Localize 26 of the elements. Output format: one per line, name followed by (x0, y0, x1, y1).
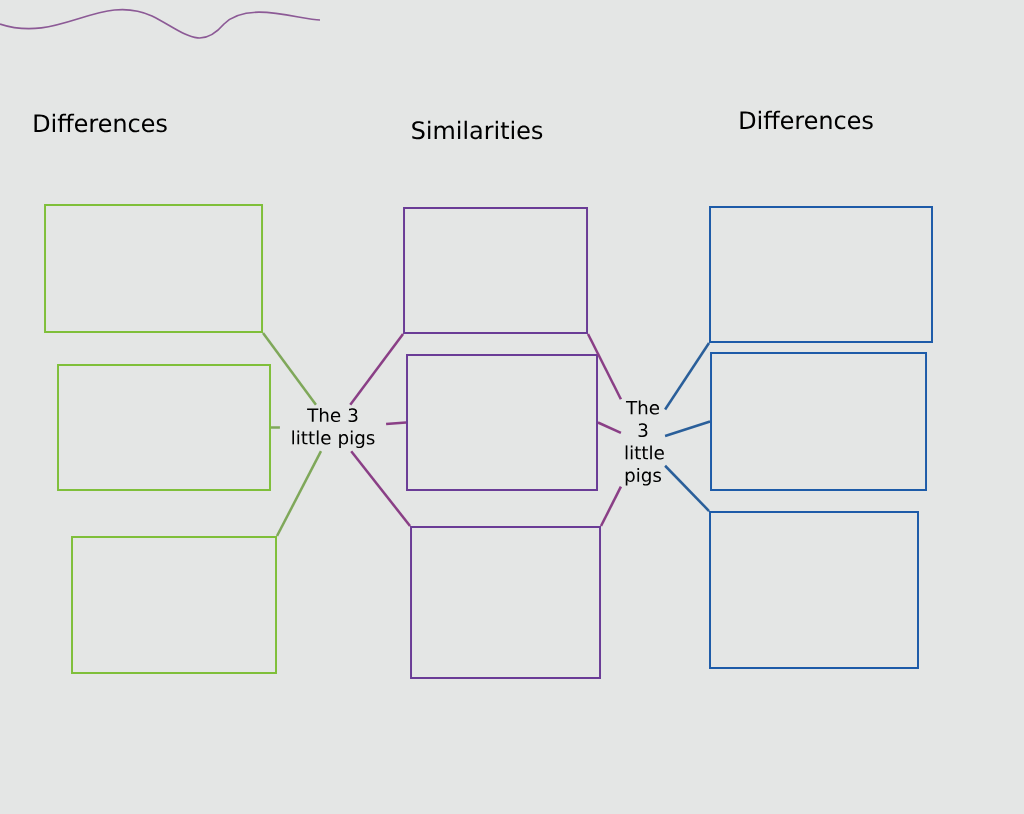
connector-line (664, 464, 710, 512)
empty-box (44, 204, 263, 333)
empty-box (710, 352, 927, 491)
empty-box (406, 354, 598, 491)
column-heading: Similarities (412, 120, 543, 140)
node-text: The 3 little pigs (625, 400, 664, 486)
empty-box (410, 526, 601, 679)
connector-line (597, 421, 622, 435)
connector-line (275, 450, 323, 537)
connector-line (271, 426, 280, 429)
connector-line (262, 332, 317, 406)
connector-line (349, 333, 405, 406)
connector-line (586, 333, 623, 400)
connector-line (350, 450, 412, 527)
connector-line (664, 342, 711, 411)
connector-line (386, 421, 407, 426)
column-heading: Differences (740, 110, 873, 130)
node-text: The 3 little pigs (292, 407, 375, 449)
empty-box (709, 511, 919, 669)
column-heading: Differences (34, 113, 167, 133)
empty-box (71, 536, 277, 674)
empty-box (403, 207, 588, 334)
connector-line (599, 486, 623, 527)
empty-box (709, 206, 933, 343)
connector-line (664, 420, 711, 438)
empty-box (57, 364, 271, 491)
